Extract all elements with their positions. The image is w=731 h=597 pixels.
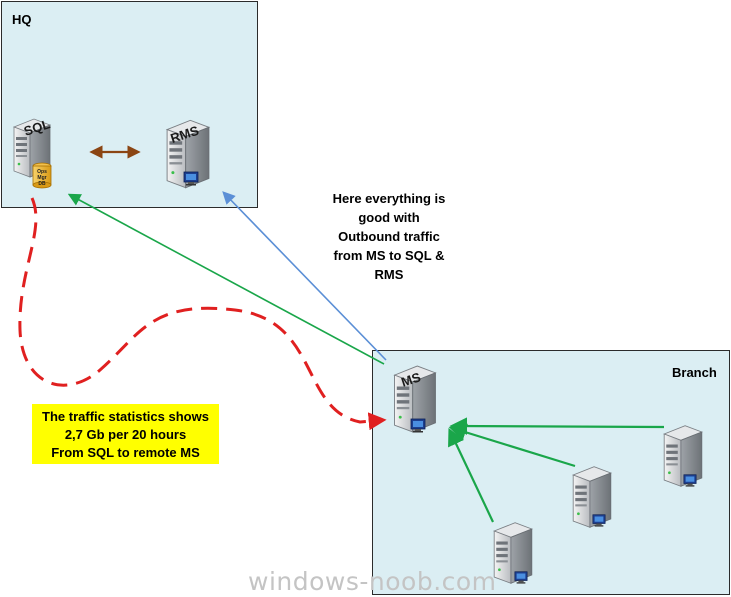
- db-badge-line-1: Ops: [37, 169, 47, 175]
- db-badge-line-2: Mgr: [37, 175, 46, 181]
- agent-3-to-ms-arrow: [449, 417, 665, 435]
- watermark: windows-noob.com: [248, 567, 497, 596]
- agent-server-icon-2: [572, 466, 612, 528]
- sql-server-icon: SQL Ops Mgr DB: [13, 116, 52, 189]
- sql-to-ms-traffic-curve: [18, 197, 387, 431]
- ms-to-rms-arrow: [222, 191, 387, 361]
- branch-site-label: Branch: [672, 365, 717, 380]
- ms-to-sql-arrow: [67, 193, 385, 365]
- traffic-statistics-callout: The traffic statistics shows 2,7 Gb per …: [32, 404, 219, 464]
- rms-server-icon: RMS: [166, 119, 210, 189]
- agent-server-icon-3: [663, 425, 703, 487]
- ms-server-label: MS: [399, 369, 422, 389]
- ops-mgr-db-icon: Ops Mgr DB: [32, 162, 52, 189]
- console-icon: [514, 571, 528, 584]
- agent-1-to-ms-arrow: [448, 427, 494, 523]
- ms-server-icon: MS: [393, 365, 437, 433]
- db-badge-line-3: DB: [38, 181, 46, 187]
- outbound-traffic-note: Here everything is good with Outbound tr…: [332, 191, 446, 282]
- hq-site-label: HQ: [12, 12, 32, 27]
- agent-server-icon-1: [493, 522, 533, 584]
- agent-2-to-ms-arrow: [448, 423, 576, 468]
